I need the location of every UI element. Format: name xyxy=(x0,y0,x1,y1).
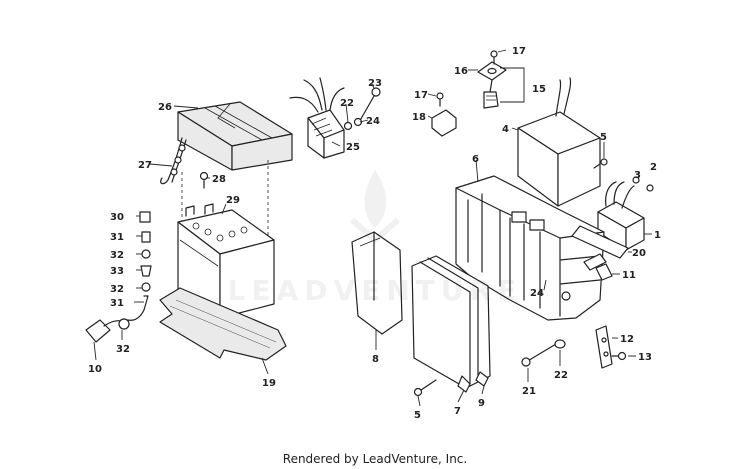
part-label-24: 24 xyxy=(366,116,380,127)
battery-cable xyxy=(85,318,130,343)
relay-bracket xyxy=(571,225,629,259)
part-label-30: 30 xyxy=(110,212,124,223)
part-label-11: 11 xyxy=(622,270,636,281)
clip xyxy=(595,263,613,281)
part-label-1: 1 xyxy=(654,230,661,241)
screw xyxy=(611,351,627,361)
part-label-5: 5 xyxy=(600,132,607,143)
part-label-5: 5 xyxy=(414,410,421,421)
part-label-32: 32 xyxy=(110,250,124,261)
footer-credit: Rendered by LeadVenture, Inc. xyxy=(282,452,468,466)
battery-cover xyxy=(177,101,293,171)
part-label-27: 27 xyxy=(138,160,152,171)
part-label-4: 4 xyxy=(502,124,509,135)
part-label-21: 21 xyxy=(522,386,536,397)
regulator-bolt xyxy=(343,87,381,131)
terminal-hardware xyxy=(127,211,152,321)
clamp xyxy=(431,92,457,137)
battery-tray xyxy=(159,287,287,361)
part-label-31: 31 xyxy=(110,298,124,309)
part-label-24: 24 xyxy=(530,288,544,299)
part-label-15: 15 xyxy=(532,84,546,95)
part-label-31: 31 xyxy=(110,232,124,243)
part-label-12: 12 xyxy=(620,334,634,345)
screw-5 xyxy=(413,379,437,397)
ignition-coil-assembly xyxy=(477,50,507,109)
part-label-20: 20 xyxy=(632,248,646,259)
part-label-22: 22 xyxy=(554,370,568,381)
part-label-32: 32 xyxy=(116,344,130,355)
leader-lines xyxy=(93,49,652,407)
part-label-6: 6 xyxy=(472,154,479,165)
part-labels: 26 27 28 29 30 31 32 33 32 31 32 10 19 2… xyxy=(88,46,661,421)
part-label-32: 32 xyxy=(110,284,124,295)
regulator xyxy=(289,77,345,159)
part-label-10: 10 xyxy=(88,364,102,375)
part-label-33: 33 xyxy=(110,266,124,277)
part-label-18: 18 xyxy=(412,112,426,123)
part-label-3: 3 xyxy=(634,170,641,181)
bolt xyxy=(199,171,209,189)
control-box-frame xyxy=(455,175,607,321)
part-label-13: 13 xyxy=(638,352,652,363)
part-label-16: 16 xyxy=(454,66,468,77)
part-label-28: 28 xyxy=(212,174,226,185)
battery-strap xyxy=(160,137,187,185)
panel-assembly xyxy=(411,255,491,393)
part-label-8: 8 xyxy=(372,354,379,365)
washer xyxy=(554,339,566,349)
cover-panel xyxy=(351,231,403,335)
part-label-17: 17 xyxy=(414,90,428,101)
cdi-unit xyxy=(517,77,608,207)
part-label-26: 26 xyxy=(158,102,172,113)
part-label-9: 9 xyxy=(478,398,485,409)
bracket xyxy=(595,325,613,369)
part-label-22: 22 xyxy=(340,98,354,109)
part-label-19: 19 xyxy=(262,378,276,389)
part-label-29: 29 xyxy=(226,195,240,206)
part-label-17: 17 xyxy=(512,46,526,57)
part-label-7: 7 xyxy=(454,406,461,417)
part-label-25: 25 xyxy=(346,142,360,153)
bolt-21 xyxy=(521,343,557,367)
part-label-23: 23 xyxy=(368,78,382,89)
part-label-2: 2 xyxy=(650,162,657,173)
